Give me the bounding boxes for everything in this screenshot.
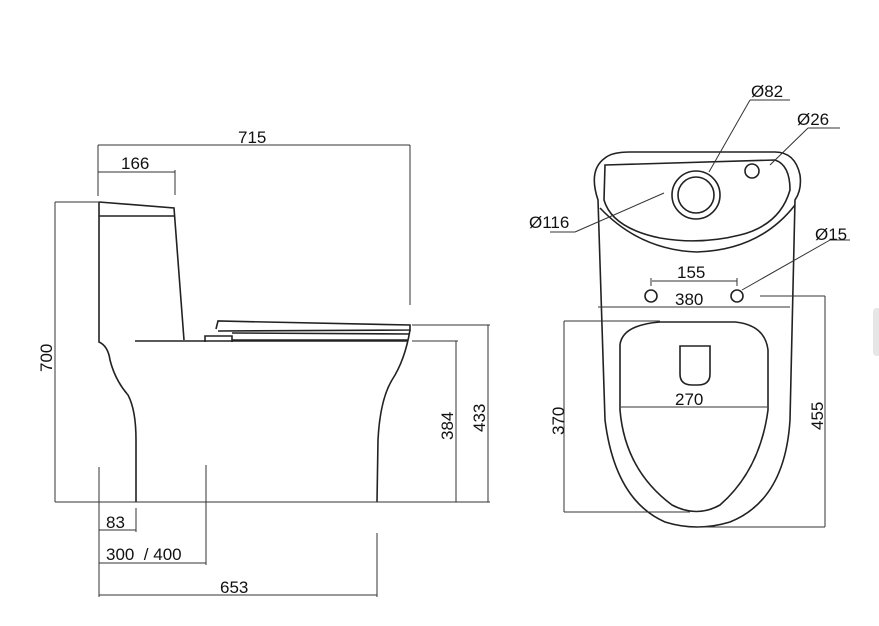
label-d26: Ø26 — [797, 110, 829, 129]
dim-270: 270 — [675, 390, 703, 409]
mount-hole-left — [644, 289, 658, 303]
side-panel-tab[interactable] — [873, 308, 879, 356]
seat-outline — [204, 320, 411, 342]
dim-455: 455 — [808, 402, 827, 430]
dim-384: 384 — [438, 412, 457, 440]
flush-button — [679, 345, 711, 386]
tank-basin — [599, 159, 796, 253]
top-view: Ø82 Ø26 Ø116 Ø15 155 380 270 370 455 — [529, 82, 850, 528]
dimension-lines — [54, 144, 490, 597]
dim-370: 370 — [549, 407, 568, 435]
dimension-lines — [550, 99, 850, 528]
dim-155: 155 — [677, 263, 705, 282]
button-hole — [744, 163, 760, 179]
dim-83: 83 — [106, 513, 125, 532]
label-d15: Ø15 — [815, 225, 847, 244]
seat-outline — [619, 321, 769, 513]
flush-valve-inner — [677, 176, 715, 214]
side-view: 715 166 700 384 433 83 300 / 400 653 — [37, 128, 490, 597]
dim-300-400: 300 / 400 — [106, 545, 182, 564]
dim-380: 380 — [675, 290, 703, 309]
dim-166: 166 — [121, 154, 149, 173]
tank-outline — [98, 201, 185, 502]
flush-valve-outer — [671, 170, 721, 220]
dim-700: 700 — [37, 344, 56, 372]
dim-715: 715 — [238, 128, 266, 147]
dim-653: 653 — [220, 578, 248, 597]
label-d82: Ø82 — [751, 82, 783, 101]
bowl-outline — [135, 329, 411, 503]
outer-outline — [593, 151, 802, 528]
label-d116: Ø116 — [529, 213, 569, 232]
mount-hole-right — [730, 289, 744, 303]
dim-433: 433 — [470, 404, 489, 432]
